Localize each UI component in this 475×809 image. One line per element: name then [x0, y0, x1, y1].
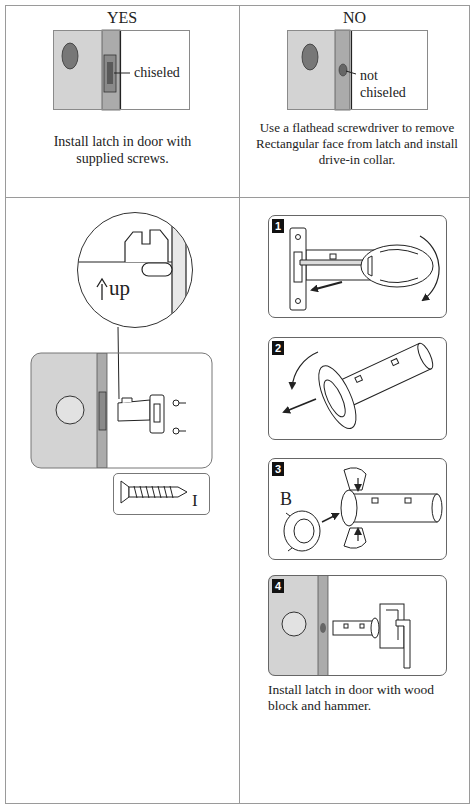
instruction-text: Install latch in door with wood block an…: [268, 682, 464, 714]
step-panel: 2: [268, 337, 447, 440]
step-panel: 3B: [268, 458, 447, 560]
part-label: chiseled: [134, 64, 180, 81]
part-label: B: [280, 488, 292, 510]
column-heading: NO: [239, 8, 470, 28]
step-number: 1: [272, 219, 284, 233]
step-number: 4: [272, 579, 284, 593]
screw-panel: I: [113, 473, 210, 515]
direction-label: up: [109, 275, 130, 301]
step-panel: 4: [268, 575, 447, 676]
step-panel: 1: [268, 215, 447, 318]
instruction-text: Use a flathead screwdriver to remove Rec…: [241, 120, 473, 168]
column-heading: YES: [5, 8, 239, 28]
illustration-panel: not chiseled: [287, 30, 428, 110]
part-label: not chiseled: [360, 67, 422, 101]
step-number: 3: [272, 462, 284, 476]
instruction-text: Install latch in door with supplied scre…: [30, 133, 215, 167]
magnifier-circle: up: [77, 212, 193, 328]
step-number: 2: [272, 341, 284, 355]
illustration-panel: chiseled: [53, 30, 190, 110]
part-label: I: [192, 490, 198, 511]
